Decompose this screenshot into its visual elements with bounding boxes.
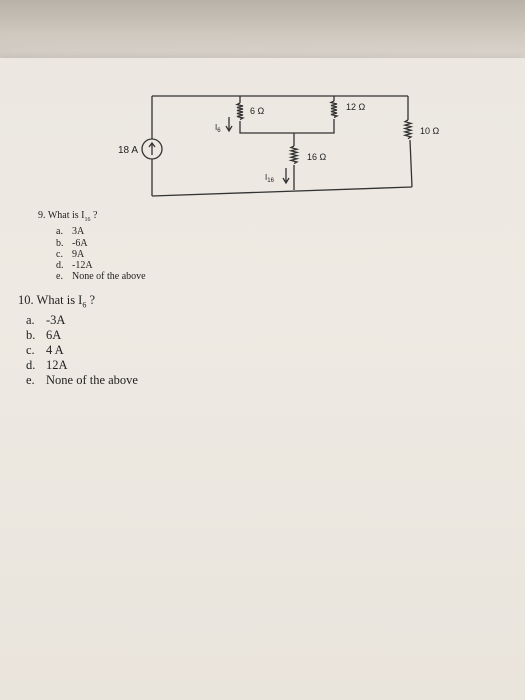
r12-label: 12 Ω: [346, 102, 366, 112]
question-10-stem: 10. What is I6 ?: [18, 293, 96, 310]
i16-label: I16: [265, 173, 275, 184]
i16-arrow: [282, 168, 290, 185]
q10-option-e: e.None of the above: [26, 372, 138, 387]
source-label: 18 A: [118, 145, 138, 156]
resistor-6ohm: [235, 102, 245, 121]
wire-right: [407, 96, 413, 188]
q10-option-c: c.4 A: [26, 342, 64, 357]
r16-label: 16 Ω: [307, 152, 327, 162]
q9-option-c: c.9A: [56, 248, 85, 260]
wire-bottom: [151, 186, 413, 197]
r10-label: 10 Ω: [420, 126, 440, 136]
question-9-stem: 9. What is I16 ?: [38, 210, 98, 223]
wire-6ohm: [239, 96, 294, 134]
current-source-symbol: [141, 138, 163, 160]
q9-option-e: e.None of the above: [56, 271, 146, 283]
source-arrow: [148, 141, 156, 155]
q10-option-d: d.12A: [26, 357, 68, 372]
question-10: 10. What is I6 ? a.-3A b.6A c.4 A d.12A …: [18, 293, 138, 388]
i6-label: I6: [215, 123, 221, 134]
i6-arrow: [225, 117, 233, 133]
paper-sheet: [0, 58, 525, 700]
r6-label: 6 Ω: [250, 106, 265, 116]
q9-option-d: d.-12A: [56, 260, 93, 272]
q10-option-a: a.-3A: [26, 312, 66, 327]
resistor-16ohm: [288, 145, 300, 165]
resistor-10ohm: [402, 119, 414, 140]
question-9: 9. What is I16 ? a.3A b.-6A c.9A d.-12A …: [38, 210, 146, 283]
resistor-12ohm: [329, 100, 339, 119]
wire-12ohm: [294, 96, 335, 134]
q9-option-b: b.-6A: [56, 237, 88, 249]
q9-option-a: a.3A: [56, 226, 85, 238]
q10-option-b: b.6A: [26, 327, 62, 342]
